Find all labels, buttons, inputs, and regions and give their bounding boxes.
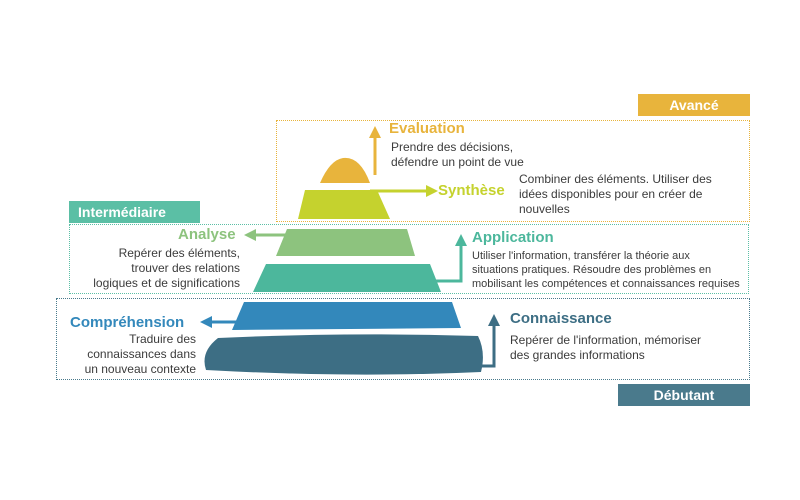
desc-comprehension: Traduire des connaissances dans un nouve… — [84, 332, 196, 376]
arrow-connaissance — [480, 314, 500, 368]
layer-evaluation — [320, 157, 370, 183]
intermediate-zone — [69, 224, 749, 294]
title-synthese: Synthèse — [438, 182, 505, 199]
beginner-badge: Débutant — [618, 384, 750, 406]
title-evaluation: Evaluation — [389, 120, 465, 137]
layer-connaissance — [204, 334, 483, 375]
desc-synthese: Combiner des éléments. Utiliser des idée… — [519, 172, 712, 216]
advanced-zone — [276, 120, 750, 222]
desc-application: Utiliser l'information, transférer la th… — [472, 250, 740, 290]
advanced-badge: Avancé — [638, 94, 750, 116]
title-comprehension: Compréhension — [70, 314, 185, 331]
layer-analyse — [276, 229, 415, 256]
title-application: Application — [472, 229, 554, 246]
beginner-zone — [56, 298, 750, 380]
desc-evaluation: Prendre des décisions, défendre un point… — [391, 140, 524, 169]
intermediate-badge: Intermédiaire — [69, 201, 200, 223]
desc-connaissance: Repérer de l'information, mémoriser des … — [510, 333, 702, 362]
layer-comprehension — [232, 302, 461, 330]
desc-analyse: Repérer des éléments, trouver des relati… — [93, 246, 240, 290]
title-analyse: Analyse — [178, 226, 236, 243]
layer-synthese — [298, 190, 390, 219]
title-connaissance: Connaissance — [510, 310, 612, 327]
layer-application — [253, 264, 441, 292]
arrow-application — [436, 234, 467, 283]
